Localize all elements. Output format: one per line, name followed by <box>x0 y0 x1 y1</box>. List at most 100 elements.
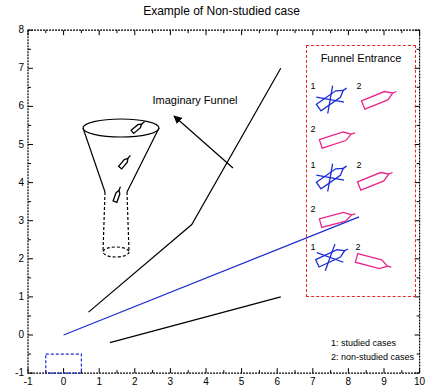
x-tick <box>419 30 420 35</box>
vessel-bow <box>142 122 145 125</box>
vessel-bow <box>387 266 391 267</box>
vessel-cross <box>317 244 344 271</box>
non-studied-vessel <box>319 209 356 227</box>
x-tick <box>152 30 153 33</box>
x-tick <box>277 30 278 35</box>
vessel-hull <box>355 254 388 271</box>
x-tick <box>63 30 64 35</box>
vessel-hull <box>113 190 121 203</box>
y-tick <box>417 49 420 50</box>
non-studied-vessel <box>361 87 398 109</box>
x-tick <box>330 370 331 373</box>
funnel-lower-line <box>110 297 281 343</box>
x-tick-label: 8 <box>346 377 352 387</box>
y-tick <box>28 315 31 316</box>
origin-box <box>46 354 82 373</box>
y-tick <box>415 30 420 31</box>
funnel-upper-line <box>89 68 281 312</box>
leader-arrow <box>174 116 233 168</box>
funnel-cone <box>83 128 159 192</box>
x-tick-label: 1 <box>96 377 102 387</box>
x-tick <box>188 30 189 33</box>
vessel-hull <box>361 89 394 109</box>
x-tick-label: 4 <box>203 377 209 387</box>
vessel-hull <box>316 87 345 111</box>
vessel-hull <box>119 157 130 169</box>
y-tick-label: 2 <box>18 254 24 264</box>
callout-number: 2 <box>310 205 315 214</box>
y-tick <box>415 335 420 336</box>
non-studied-vessel <box>357 168 394 190</box>
vessel-bow <box>351 214 355 215</box>
non-studied-vessel <box>113 186 122 202</box>
y-tick <box>28 30 33 31</box>
y-tick <box>28 220 33 221</box>
x-tick <box>134 30 135 35</box>
y-tick <box>28 296 33 297</box>
y-tick <box>417 125 420 126</box>
studied-vessel <box>313 158 352 194</box>
y-tick <box>28 182 33 183</box>
y-tick <box>28 163 31 164</box>
funnel-drawing <box>83 119 159 257</box>
x-tick-label: 10 <box>414 377 425 387</box>
y-tick-label: 3 <box>18 216 24 226</box>
y-tick <box>28 201 31 202</box>
x-tick <box>259 370 260 373</box>
y-tick <box>28 335 33 336</box>
x-tick <box>223 30 224 33</box>
x-tick <box>401 370 402 373</box>
non-studied-vessel <box>355 254 392 272</box>
x-tick <box>134 368 135 373</box>
y-tick <box>28 239 31 240</box>
vessel-bow <box>343 88 346 90</box>
funnel-outlet <box>103 247 129 257</box>
y-tick <box>417 354 420 355</box>
y-tick <box>417 201 420 202</box>
vessel-bow <box>345 249 349 251</box>
y-tick <box>28 68 33 69</box>
y-tick <box>28 354 31 355</box>
x-tick <box>28 30 29 35</box>
y-tick <box>417 315 420 316</box>
x-tick <box>277 368 278 373</box>
x-tick-label: -1 <box>24 377 33 387</box>
funnel-rim <box>83 119 159 137</box>
x-tick <box>259 30 260 33</box>
x-tick <box>241 368 242 373</box>
non-studied-vessel <box>119 154 132 169</box>
y-tick-label: 7 <box>18 63 24 73</box>
x-tick <box>295 370 296 373</box>
x-tick-label: 5 <box>239 377 245 387</box>
y-tick-label: 0 <box>18 330 24 340</box>
axes-frame <box>28 30 420 373</box>
x-tick <box>63 368 64 373</box>
y-tick-label: 5 <box>18 140 24 150</box>
vessel-bow <box>343 166 346 168</box>
vessel-hull <box>316 165 345 189</box>
x-tick <box>348 368 349 373</box>
x-tick-label: 3 <box>168 377 174 387</box>
x-tick <box>206 368 207 373</box>
y-tick <box>28 87 31 88</box>
x-tick <box>81 30 82 33</box>
callout-number: 2 <box>356 82 361 91</box>
y-tick <box>417 277 420 278</box>
chart-title: Example of Non-studied case <box>143 5 300 17</box>
x-tick <box>241 30 242 35</box>
x-tick <box>45 30 46 33</box>
callout-number: 1 <box>310 82 315 91</box>
vessel-bow <box>389 173 393 174</box>
x-tick <box>366 370 367 373</box>
y-tick-label: 8 <box>18 25 24 35</box>
y-tick <box>417 163 420 164</box>
x-tick <box>384 368 385 373</box>
vessel-bow <box>128 155 131 158</box>
x-tick <box>384 30 385 35</box>
callout-number: 2 <box>355 243 360 252</box>
vessel-cross <box>316 164 344 192</box>
y-tick <box>415 373 420 374</box>
y-tick <box>28 258 33 259</box>
x-tick <box>188 370 189 373</box>
x-tick <box>99 30 100 35</box>
